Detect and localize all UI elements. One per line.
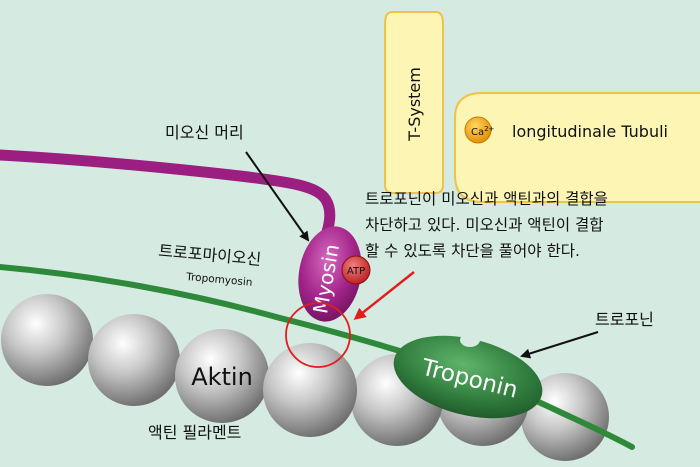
caption-line: 할 수 있도록 차단을 풀어야 한다. <box>365 242 580 260</box>
troponin-complex <box>393 335 543 419</box>
tropomyosin-ko-label: 트로포마이오신 <box>158 241 262 269</box>
ca-ion-icon <box>464 116 492 144</box>
longitudinale-tubuli-label: longitudinale Tubuli <box>512 122 668 141</box>
actin-bead <box>263 343 357 437</box>
aktin-label: Aktin <box>191 363 253 391</box>
caption-pointer-arrow <box>353 271 415 320</box>
troponin-notch <box>460 333 480 347</box>
caption-line: 트로포닌이 미오신과 액틴과의 결합을 <box>365 190 608 208</box>
troponin-pointer-arrow <box>520 331 599 359</box>
myosin-tail <box>0 149 336 238</box>
actin-filament <box>1 294 609 461</box>
actin-bead <box>1 294 93 386</box>
myosin-head <box>298 226 362 322</box>
tropomyosin-strand <box>0 264 635 450</box>
myosin-head-label: 미오신 머리 <box>165 123 244 142</box>
t-system-label: T-System <box>405 67 424 142</box>
binding-site-highlight-circle <box>285 302 351 368</box>
t-system-tubule <box>384 11 444 194</box>
explanation-caption: 트로포닌이 미오신과 액틴과의 결합을 차단하고 있다. 미오신과 액틴이 결합… <box>365 186 608 264</box>
caption-line: 차단하고 있다. 미오신과 액틴이 결합 <box>365 216 604 234</box>
tropomyosin-label: Tropomyosin <box>185 271 253 289</box>
ca-ion-label: Ca2+ <box>471 125 495 138</box>
troponin-ko-label: 트로포닌 <box>595 310 654 329</box>
atp-label: ATP <box>347 266 365 277</box>
longitudinale-tubuli-tubule <box>454 92 700 203</box>
actin-bead <box>175 329 269 423</box>
actin-filament-label: 액틴 필라멘트 <box>148 423 241 442</box>
atp-icon <box>341 255 371 285</box>
actin-bead <box>88 314 180 406</box>
myosin-head-pointer-arrow <box>245 151 310 242</box>
tubule-system: T-System Ca2+ longitudinale Tubuli <box>384 11 700 203</box>
